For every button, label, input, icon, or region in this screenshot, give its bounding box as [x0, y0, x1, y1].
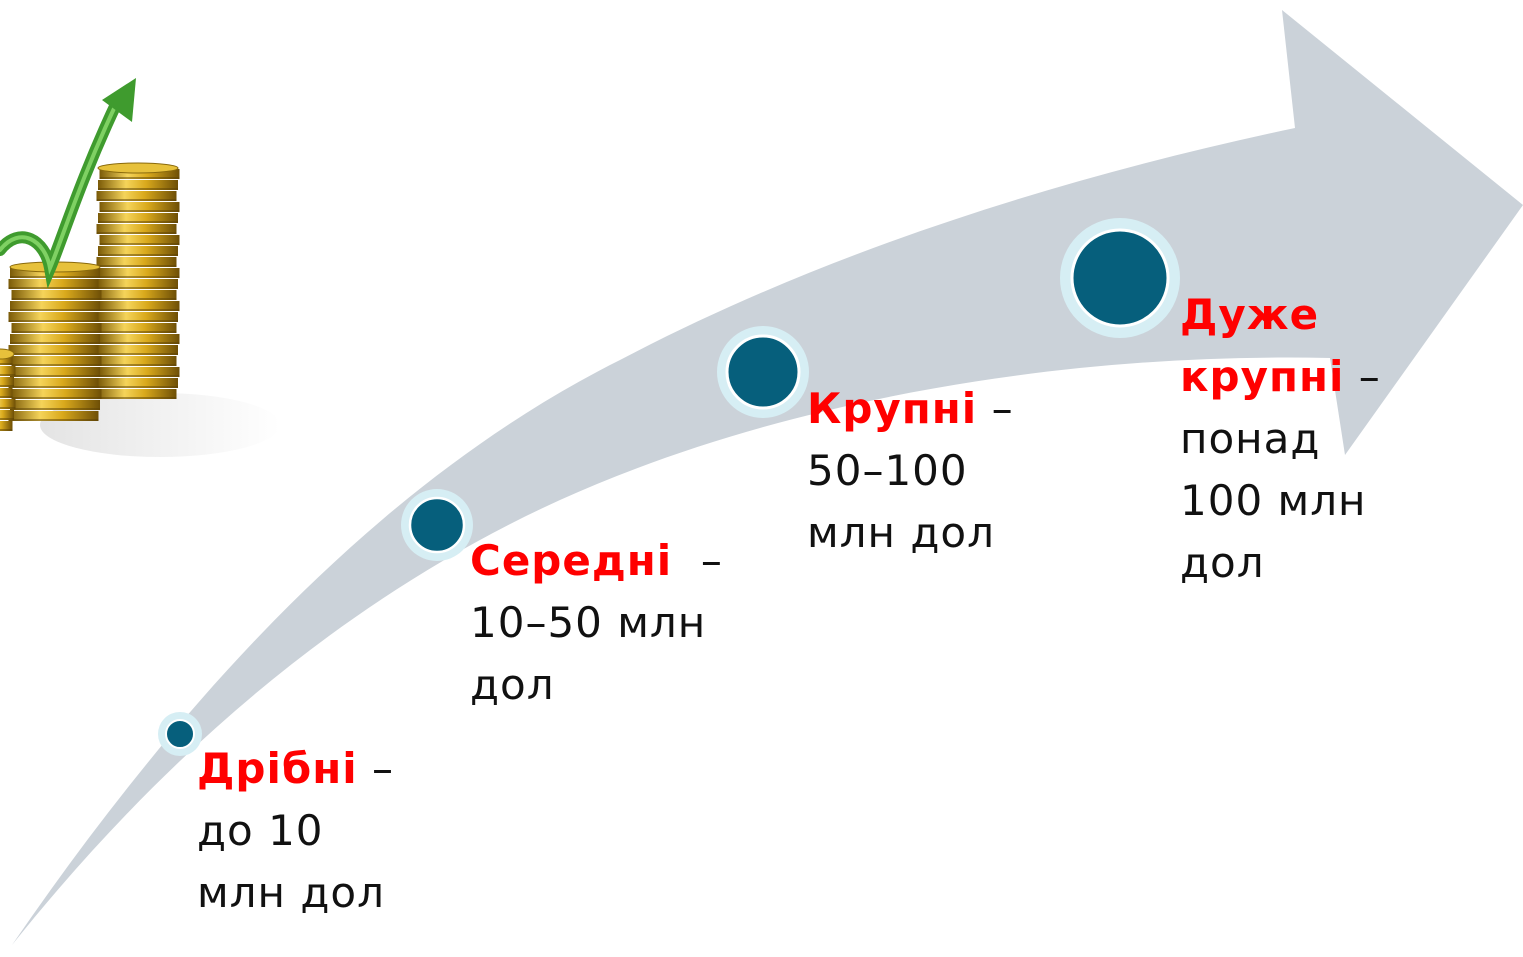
coin: [98, 312, 178, 322]
coin: [8, 378, 99, 388]
coin-top: [97, 162, 179, 174]
stage-unit: млн дол: [197, 868, 385, 917]
coin: [8, 279, 99, 289]
stage-dash: –: [357, 744, 394, 793]
stage-dash: –: [977, 384, 1014, 433]
coin: [99, 301, 180, 311]
stage-unit: млн дол: [807, 508, 995, 557]
coin: [10, 301, 100, 311]
coin: [96, 290, 177, 300]
coin: [96, 191, 177, 201]
coin: [0, 410, 14, 420]
stage-title-very-large-line1: Дуже: [1180, 290, 1320, 339]
stage-marker-1: [158, 712, 202, 756]
stage-label-small: Дрібні – до 10 млн дол: [197, 738, 394, 924]
stage-unit: дол: [1180, 538, 1265, 587]
stage-title-medium: Середні: [470, 536, 673, 585]
stage-dash: –: [1344, 352, 1381, 401]
stage-marker-2: [401, 489, 473, 561]
coin: [99, 202, 180, 212]
coin: [96, 323, 177, 333]
stage-range: 50–100: [807, 446, 968, 495]
coin: [99, 334, 180, 344]
coin: [98, 180, 178, 190]
coin: [99, 367, 180, 377]
coin: [98, 279, 178, 289]
stage-range-prefix: понад: [1180, 414, 1321, 463]
coin: [98, 246, 178, 256]
stage-unit: дол: [470, 660, 555, 709]
stage-label-medium: Середні – 10–50 млн дол: [470, 530, 723, 716]
coin: [10, 367, 100, 377]
coin: [96, 224, 177, 234]
coin: [11, 323, 102, 333]
stage-label-very-large: Дуже крупні – понад 100 млн дол: [1180, 284, 1381, 594]
coin: [98, 345, 178, 355]
coin-stacks-growth-arrow-icon: [0, 70, 280, 548]
coin: [8, 312, 99, 322]
stage-range: до 10: [197, 806, 324, 855]
coin: [99, 235, 180, 245]
coin: [0, 355, 13, 365]
coin: [0, 399, 16, 409]
stage-title-very-large-line2: крупні: [1180, 352, 1345, 401]
coin: [0, 388, 13, 398]
stage-range: 100 млн: [1180, 476, 1367, 525]
coin: [11, 356, 102, 366]
stage-marker-3: [717, 326, 809, 418]
stage-range: 10–50 млн: [470, 598, 707, 647]
coin: [98, 378, 178, 388]
coin: [11, 389, 102, 399]
coin: [99, 169, 180, 179]
stage-title-large: Крупні: [807, 384, 978, 433]
coin: [11, 290, 102, 300]
coin: [0, 421, 13, 431]
stage-title-small: Дрібні: [197, 744, 358, 793]
coin: [8, 345, 99, 355]
stage-dash: –: [672, 536, 723, 585]
coin-top: [0, 348, 15, 360]
coin: [96, 389, 177, 399]
coin: [8, 411, 99, 421]
coin: [96, 257, 177, 267]
stage-label-large: Крупні – 50–100 млн дол: [807, 378, 1014, 564]
coin: [10, 334, 100, 344]
coin: [0, 366, 16, 376]
coin: [0, 377, 14, 387]
coin: [10, 400, 100, 410]
stage-marker-4: [1060, 218, 1180, 338]
coin: [96, 356, 177, 366]
coin: [10, 268, 100, 278]
coin: [99, 268, 180, 278]
coin: [98, 213, 178, 223]
